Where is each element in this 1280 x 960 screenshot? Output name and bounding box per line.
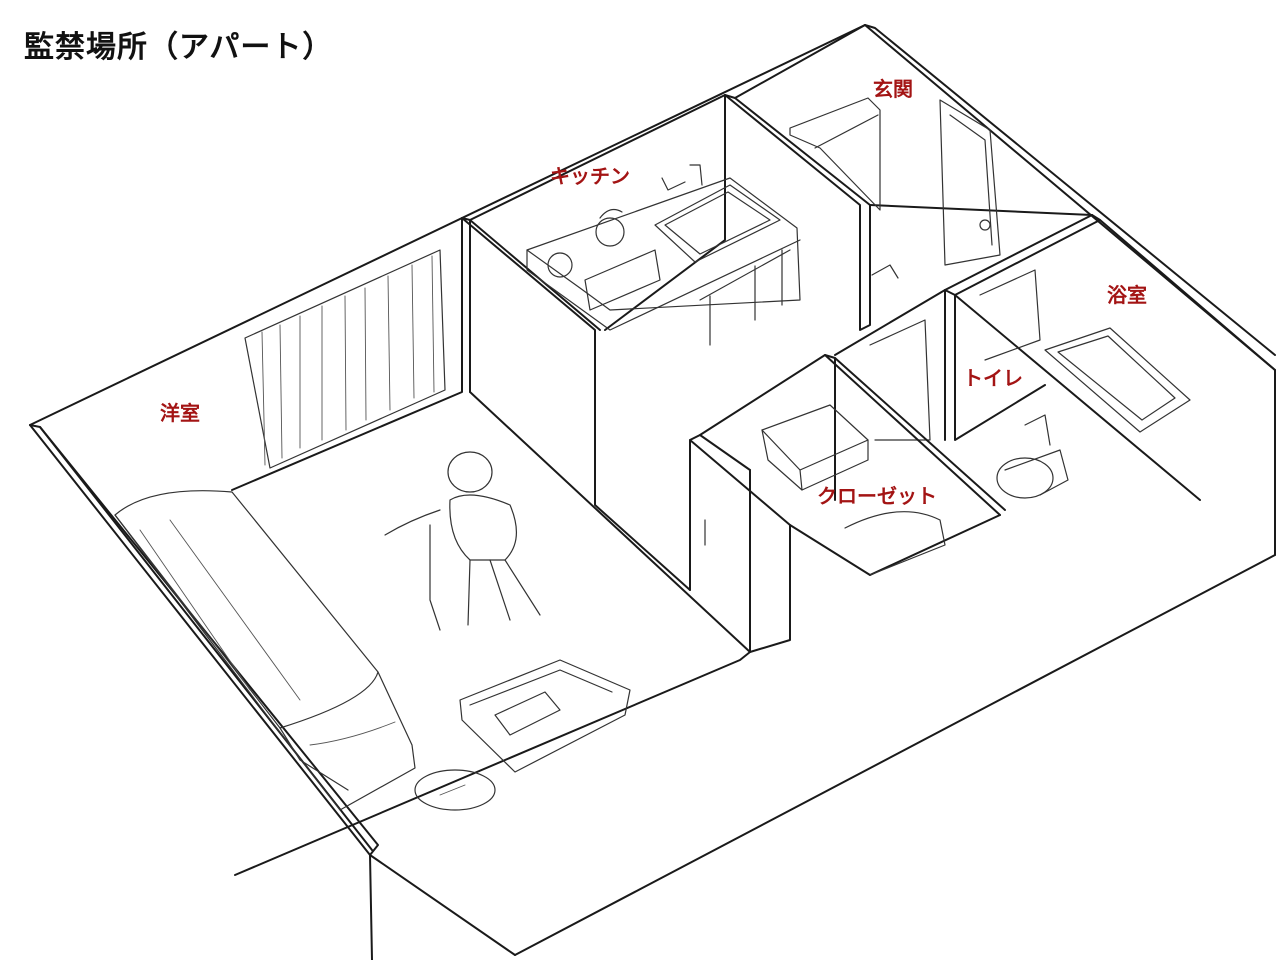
curtain [244,249,446,469]
page-title: 監禁場所（アパート） [24,30,334,65]
figures-sketch [384,451,541,631]
closet-area [689,354,1006,653]
bathroom-area [944,214,1276,501]
room-label-kitchen: キッチン [550,164,630,188]
room-label-western-room: 洋室 [160,401,200,425]
room-label-closet: クローゼット [817,484,937,508]
entrance-area [724,24,1093,331]
toilet-area [834,289,1069,499]
low-table [414,659,631,811]
western-room-walls [231,217,751,876]
bed [114,490,416,811]
room-label-bathroom: 浴室 [1107,283,1147,307]
outer-walls [29,24,1276,960]
kitchen-area [469,94,801,346]
room-label-entrance: 玄関 [873,77,913,101]
room-label-toilet: トイレ [963,366,1023,390]
